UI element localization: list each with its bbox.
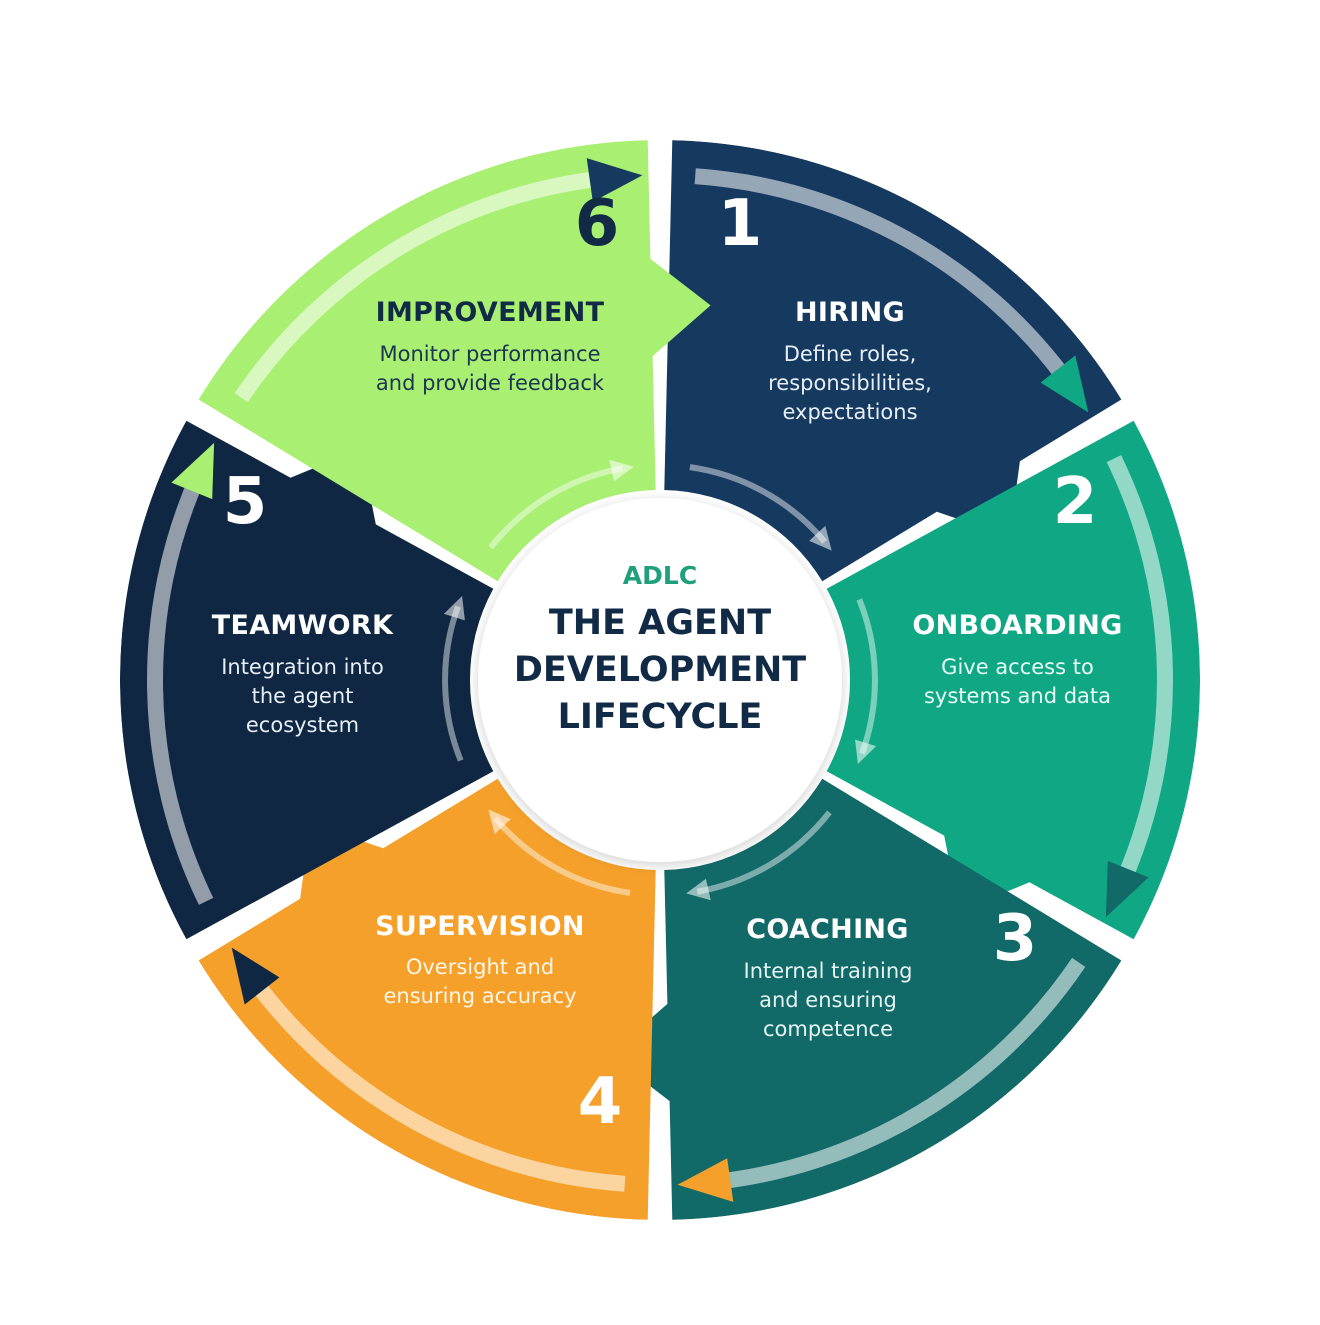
outer-arrowhead-1 <box>1040 355 1089 413</box>
outer-arrow-arc-4 <box>244 972 626 1192</box>
stage-2-description: Give access to systems and data <box>895 653 1140 711</box>
inner-arrow-arc-6 <box>488 465 624 550</box>
stage-6-line-1: Monitor performance <box>379 342 601 366</box>
outer-arrow-arc-2 <box>1106 455 1173 889</box>
center-title-line-1: THE AGENT <box>548 603 772 643</box>
segment-coaching <box>609 778 1122 1220</box>
inner-arrowhead-2 <box>855 739 877 764</box>
stage-5-number: 5 <box>222 465 268 539</box>
stage-1-number: 1 <box>717 187 763 261</box>
inner-arrow-arc-5 <box>442 605 464 762</box>
stage-2-line-1: Give access to <box>941 655 1094 679</box>
stage-5-title: TEAMWORK <box>211 610 394 641</box>
segment-hiring <box>664 140 1122 582</box>
inner-arrowhead-5 <box>443 596 465 621</box>
stage-6-title: IMPROVEMENT <box>375 297 605 328</box>
stage-4-description: Oversight and ensuring accuracy <box>360 953 600 1011</box>
stage-4-number: 4 <box>577 1065 623 1139</box>
stage-3-line-2: and ensuring <box>759 988 897 1012</box>
stage-2-line-2: systems and data <box>923 684 1112 708</box>
stage-3-description: Internal training and ensuring competenc… <box>713 957 943 1044</box>
outer-arrowhead-3 <box>677 1158 734 1202</box>
outer-arrow-arc-3 <box>711 957 1086 1191</box>
stage-5-description: Integration into the agent ecosystem <box>190 653 415 740</box>
stage-1-line-3: expectations <box>782 400 918 424</box>
inner-arrow-arc-4 <box>493 816 631 896</box>
inner-arrow-arc-1 <box>689 464 827 544</box>
center-subtitle: ADLC <box>622 561 698 590</box>
stage-1-title: HIRING <box>794 297 906 328</box>
stage-4-line-1: Oversight and <box>405 955 555 979</box>
segment-teamwork <box>120 420 494 940</box>
center-hub <box>478 498 842 862</box>
stage-3-title: COACHING <box>746 914 909 945</box>
outer-arrowhead-4 <box>231 947 280 1005</box>
inner-arrow-arc-2 <box>856 598 878 755</box>
outer-arrow-arc-1 <box>694 168 1076 388</box>
stage-6-number: 6 <box>574 187 620 261</box>
stage-1-description: Define roles, responsibilities, expectat… <box>730 340 970 427</box>
segment-supervision <box>198 778 656 1220</box>
stage-1-line-1: Define roles, <box>783 342 917 366</box>
center-title-line-3: LIFECYCLE <box>557 697 763 737</box>
stage-5-line-2: the agent <box>251 684 354 708</box>
stage-2-number: 2 <box>1052 465 1098 539</box>
inner-arrowhead-3 <box>686 878 711 901</box>
stage-4-title: SUPERVISION <box>375 911 585 942</box>
outer-arrowhead-6 <box>586 158 643 202</box>
stage-5-line-3: ecosystem <box>245 713 360 737</box>
inner-arrow-arc-3 <box>696 810 832 895</box>
center-title: THE AGENT DEVELOPMENT LIFECYCLE <box>470 600 850 741</box>
stage-5-line-1: Integration into <box>221 655 384 679</box>
outer-arrow-arc-6 <box>234 169 609 403</box>
inner-arrowhead-4 <box>488 809 511 835</box>
stage-4-line-2: ensuring accuracy <box>383 984 577 1008</box>
stage-6-description: Monitor performance and provide feedback <box>350 340 630 398</box>
center-title-line-2: DEVELOPMENT <box>513 650 807 690</box>
stage-3-line-3: competence <box>762 1017 894 1041</box>
stage-3-line-1: Internal training <box>743 959 913 983</box>
outer-arrowhead-5 <box>171 442 215 500</box>
outer-arrow-arc-5 <box>147 471 214 905</box>
stage-2-title: ONBOARDING <box>912 610 1123 641</box>
outer-arrowhead-2 <box>1105 860 1149 918</box>
inner-arrowhead-1 <box>809 525 832 551</box>
inner-arrowhead-6 <box>609 459 634 482</box>
segment-improvement <box>198 140 711 582</box>
stage-1-line-2: responsibilities, <box>768 371 932 395</box>
stage-6-line-2: and provide feedback <box>375 371 605 395</box>
segment-onboarding <box>826 420 1200 940</box>
stage-3-number: 3 <box>992 902 1038 976</box>
